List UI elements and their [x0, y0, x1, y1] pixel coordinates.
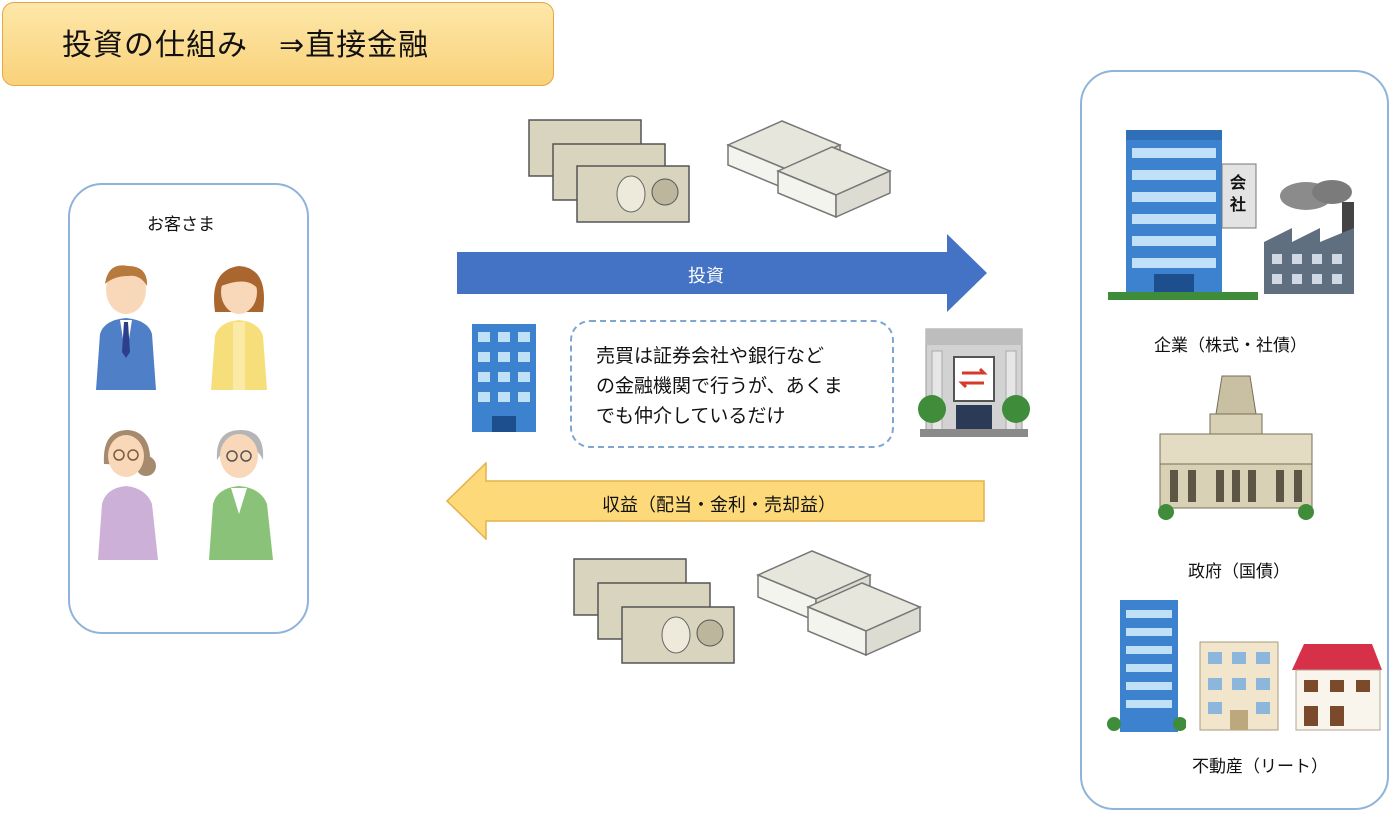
office-building-icon	[472, 324, 536, 432]
house-icon	[1292, 644, 1382, 731]
destination-label-real-estate: 不動産（リート）	[1192, 757, 1328, 777]
returns-arrow	[446, 462, 985, 540]
banknotes-icon	[528, 119, 690, 223]
destination-label-corporate: 企業（株式・社債）	[1154, 336, 1307, 356]
company-building-icon	[1108, 130, 1258, 300]
destination-label-government: 政府（国債）	[1188, 562, 1290, 582]
note-line-2: の金融機関で行うが、あくま	[596, 375, 843, 397]
invest-label: 投資	[688, 266, 724, 287]
money-bundles-icon	[756, 550, 922, 657]
title-banner	[2, 2, 554, 86]
tower-building-icon	[1107, 600, 1186, 732]
elderly-man-icon	[209, 430, 273, 560]
elderly-woman-icon	[98, 430, 158, 560]
note-line-3: でも仲介しているだけ	[596, 405, 786, 427]
banknotes-icon	[573, 558, 735, 664]
invest-arrow	[457, 234, 987, 312]
government-building-icon	[1158, 375, 1314, 520]
man-icon	[96, 265, 156, 390]
returns-label: 収益（配当・金利・売却益）	[602, 495, 836, 516]
woman-icon	[211, 266, 267, 390]
page-title: 投資の仕組み ⇒直接金融	[62, 28, 430, 63]
apartment-icon	[1199, 641, 1279, 731]
stock-exchange-icon	[918, 328, 1030, 437]
customers-label: お客さま	[147, 215, 215, 235]
money-bundles-icon	[726, 120, 892, 219]
note-line-1: 売買は証券会社や銀行など	[596, 345, 825, 367]
intermediary-note	[570, 320, 894, 448]
company-sign-label: 会社	[1229, 173, 1246, 214]
factory-icon	[1264, 180, 1354, 294]
customers-panel	[68, 183, 309, 634]
